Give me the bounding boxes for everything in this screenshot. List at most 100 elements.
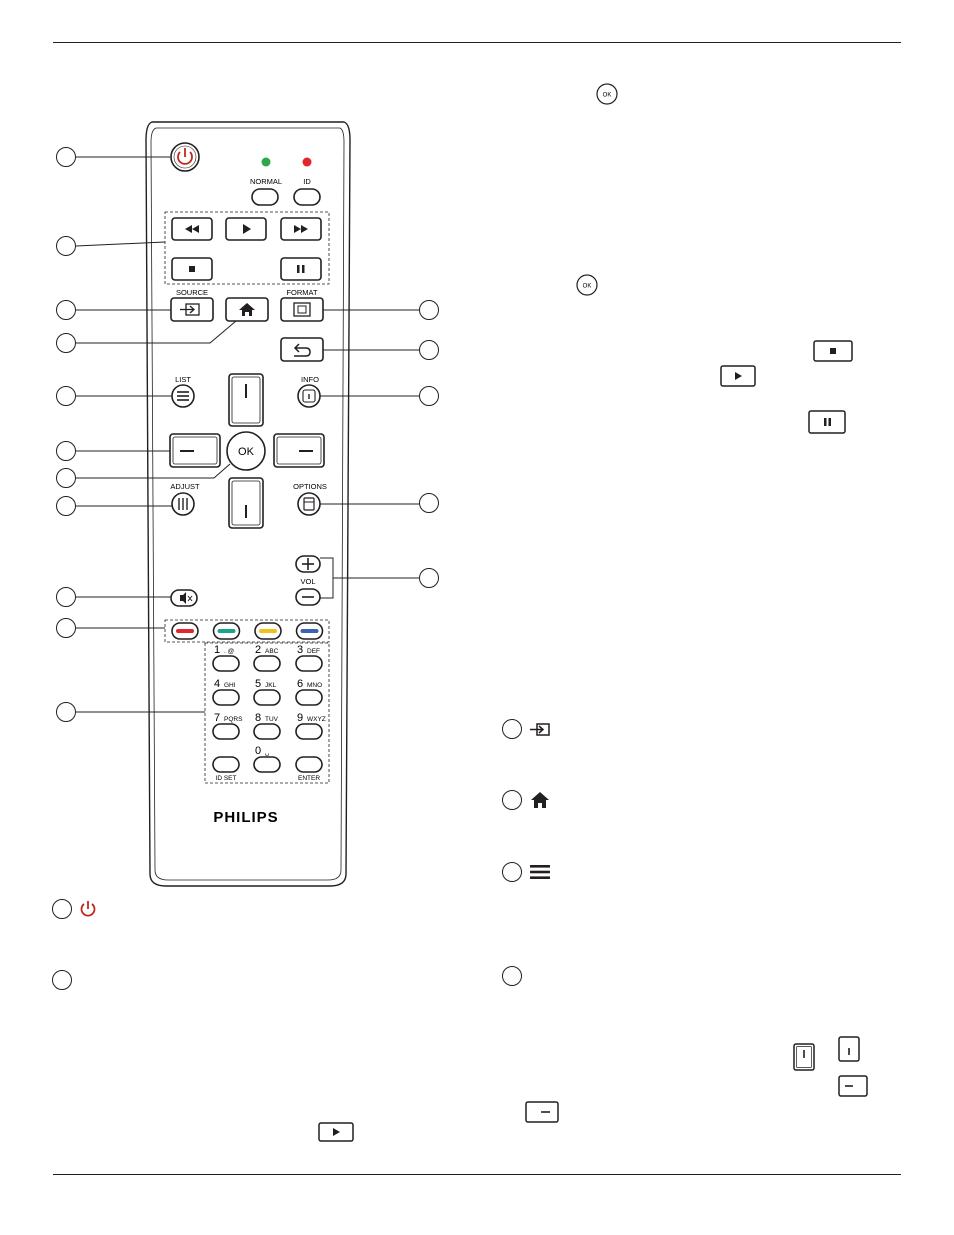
color-keys [171, 622, 324, 640]
digit-button[interactable] [295, 723, 323, 740]
color-key-button[interactable] [295, 622, 324, 640]
back-button[interactable] [280, 337, 324, 362]
mute-button[interactable] [170, 589, 198, 607]
vol-label: VOL [300, 577, 315, 586]
callout-leaders [75, 156, 419, 713]
enter-label: ENTER [298, 775, 320, 782]
key-digit-label: 0 [255, 745, 261, 757]
callout-marker [419, 568, 439, 588]
normal-label: NORMAL [250, 177, 282, 186]
power-icon [80, 901, 96, 917]
normal-button[interactable] [251, 188, 279, 206]
digit-button[interactable] [253, 655, 281, 672]
left-button[interactable] [169, 433, 221, 468]
key-digit-label: 2 [255, 644, 261, 656]
down-arrow-button-icon [838, 1036, 860, 1062]
callout-marker [56, 333, 76, 353]
remote-control-diagram: NORMAL ID SOURCE FORMAT [75, 121, 419, 887]
callout-marker [502, 862, 522, 882]
source-input-icon [530, 723, 550, 736]
callout-marker [419, 386, 439, 406]
source-label: SOURCE [176, 288, 208, 297]
callout-marker [419, 340, 439, 360]
up-button[interactable] [228, 373, 264, 427]
key-letters-label: DEF [307, 648, 320, 655]
digit-button[interactable] [253, 723, 281, 740]
callout-marker [56, 587, 76, 607]
id-set-label: ID SET [216, 775, 237, 782]
key-digit-label: 8 [255, 712, 261, 724]
key-letters-label: GHI [224, 682, 236, 689]
key-digit-label: 1 [214, 644, 220, 656]
digit-button[interactable] [295, 689, 323, 706]
callout-marker [502, 790, 522, 810]
header-rule [53, 42, 901, 43]
normal-led [261, 157, 271, 167]
format-label: FORMAT [286, 288, 318, 297]
digit-button[interactable] [212, 655, 240, 672]
options-button[interactable] [297, 492, 321, 516]
rewind-button[interactable] [171, 217, 213, 241]
id-set-button[interactable] [212, 756, 240, 773]
key-letters-label: WXYZ [307, 716, 326, 723]
info-button[interactable] [297, 384, 321, 408]
options-label: OPTIONS [293, 482, 327, 491]
svg-text:OK: OK [583, 284, 592, 290]
callout-marker [56, 441, 76, 461]
callout-marker [56, 386, 76, 406]
callout-marker [56, 147, 76, 167]
key-digit-label: 3 [297, 644, 303, 656]
fast-forward-button[interactable] [280, 217, 322, 241]
digit-button[interactable] [295, 655, 323, 672]
pause-button[interactable] [280, 257, 322, 281]
callout-marker [56, 468, 76, 488]
digit-button[interactable] [212, 689, 240, 706]
list-label: LIST [175, 375, 191, 384]
right-button[interactable] [273, 433, 325, 468]
info-label: INFO [301, 375, 319, 384]
up-arrow-button-icon [793, 1043, 815, 1071]
enter-button[interactable] [295, 756, 323, 773]
callout-marker [56, 236, 76, 256]
digit-button[interactable] [212, 723, 240, 740]
callout-marker [419, 300, 439, 320]
ok-button[interactable]: OK [226, 431, 266, 471]
left-arrow-button-icon [838, 1075, 868, 1097]
key-letters-label: MNO [307, 682, 322, 689]
power-button[interactable] [170, 142, 200, 172]
pause-icon [808, 410, 846, 434]
play-icon [318, 1122, 354, 1142]
volume-down-button[interactable] [295, 588, 321, 606]
volume-up-button[interactable] [295, 555, 321, 573]
key-letters-label: PQRS [224, 716, 243, 723]
ok-button-icon: OK [576, 274, 598, 296]
list-button[interactable] [171, 384, 195, 408]
key-letters-label: TUV [265, 716, 279, 723]
adjust-label: ADJUST [170, 482, 200, 491]
play-icon [720, 365, 756, 387]
color-key-button[interactable] [212, 622, 241, 640]
key-letters-label: JKL [265, 682, 277, 689]
callout-marker [52, 899, 72, 919]
callout-marker [502, 966, 522, 986]
key-digit-label: 7 [214, 712, 220, 724]
callout-marker [56, 618, 76, 638]
id-button[interactable] [293, 188, 321, 206]
callout-marker [56, 496, 76, 516]
down-button[interactable] [228, 477, 264, 529]
color-key-button[interactable] [254, 622, 282, 640]
adjust-button[interactable] [171, 492, 195, 516]
digit-button[interactable] [253, 689, 281, 706]
format-button[interactable] [280, 297, 324, 322]
stop-button[interactable] [171, 257, 213, 281]
svg-text:OK: OK [603, 93, 612, 99]
home-button[interactable] [225, 297, 269, 322]
color-key-button[interactable] [171, 622, 199, 640]
source-button[interactable] [170, 297, 214, 322]
brand-logo: PHILIPS [213, 809, 278, 826]
digit-button[interactable] [253, 756, 281, 773]
key-letters-label: ABC [265, 648, 279, 655]
key-digit-label: 6 [297, 678, 303, 690]
play-button[interactable] [225, 217, 267, 241]
